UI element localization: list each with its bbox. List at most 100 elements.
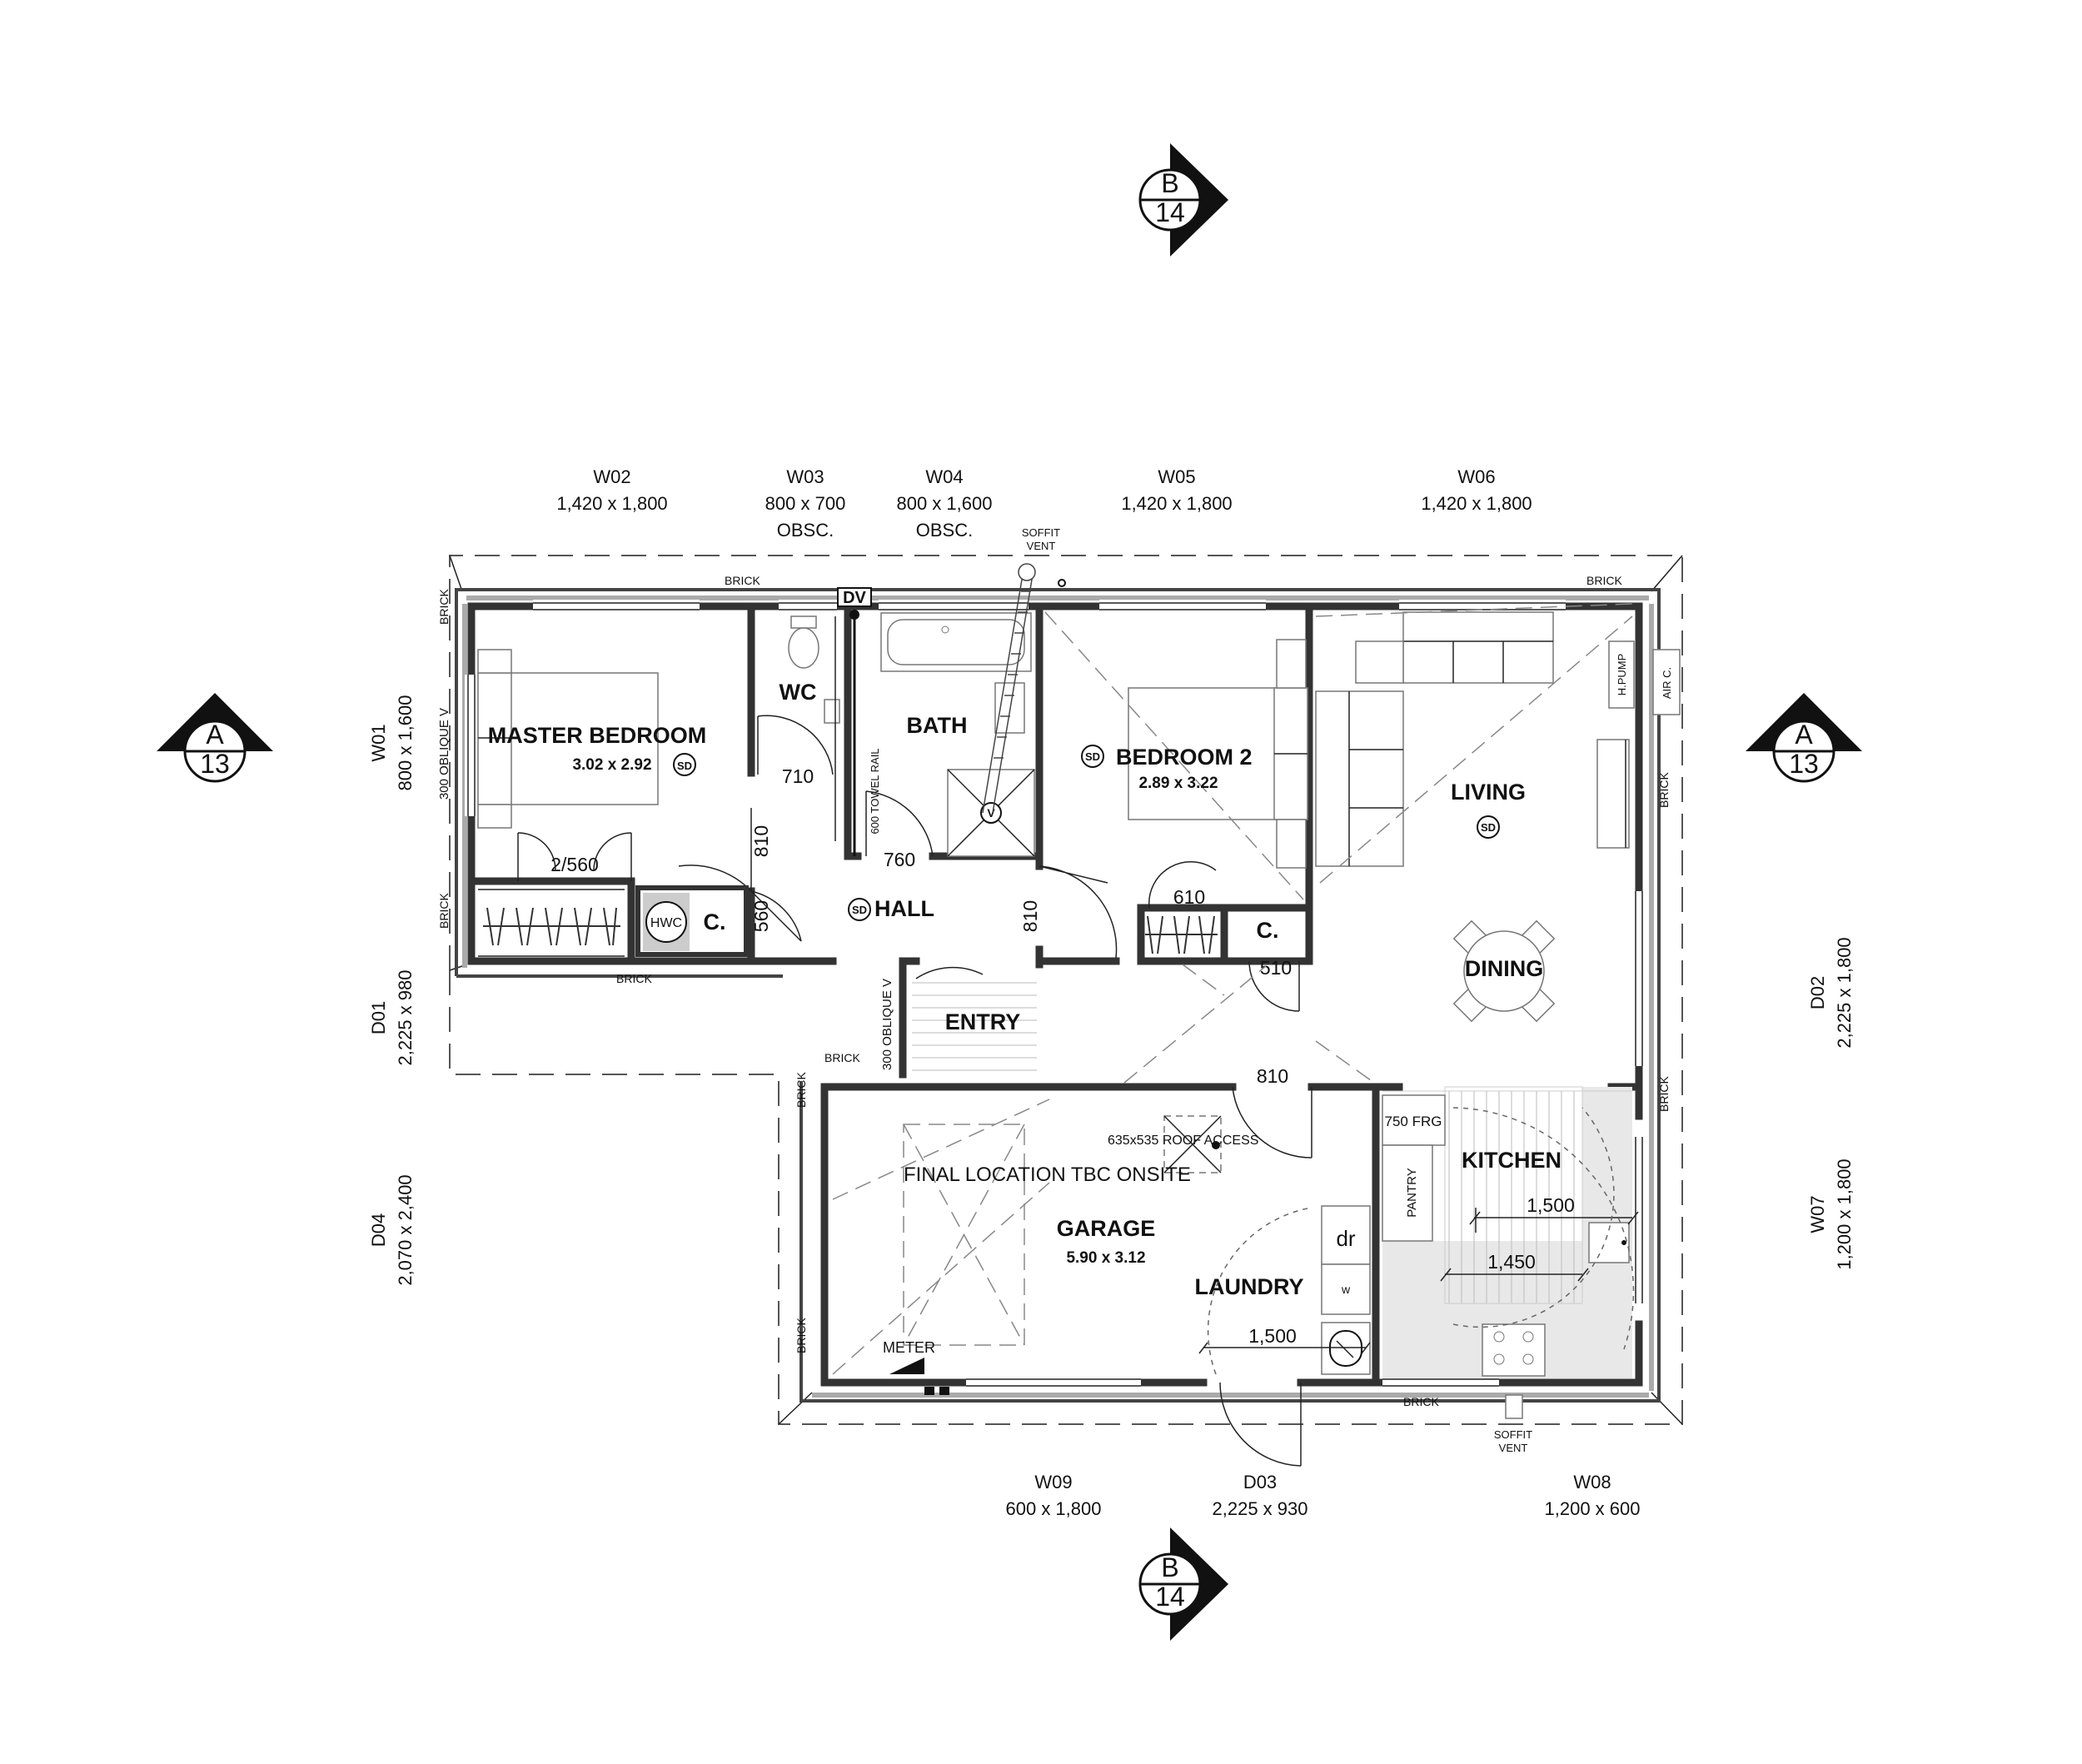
smoke-detector-icon: SD [1481,821,1496,834]
room-size-master-bedroom: 3.02 x 2.92 [572,756,651,774]
meter-label: METER [883,1339,935,1356]
marker-number: 14 [1155,1582,1185,1612]
vent-label: VENT [1027,540,1056,552]
meter-icon [889,1358,924,1374]
section-marker-a-left[interactable]: A 13 [157,693,273,783]
brick-label: BRICK [824,1051,860,1064]
roof-access-label: 635x535 ROOF ACCESS [1108,1134,1258,1148]
w06-size: 1,420 x 1,800 [1421,493,1532,514]
laundry-external-door[interactable] [1219,1382,1302,1467]
room-size-bedroom-2: 2.89 x 3.22 [1138,775,1218,792]
section-marker-b-top[interactable]: B 14 [1138,143,1228,257]
kitchen: 750 FRG PANTRY KITCHEN 1,500 1,450 [1382,1086,1639,1378]
w08-id: W08 [1573,1472,1611,1492]
hall-door[interactable]: 810 [1019,865,1118,959]
entry: ENTRY 300 OBLIQUE V [880,966,1037,1071]
brick-label: BRICK [1657,1076,1671,1112]
shower-icon: V [947,769,1035,857]
door-width-label: 510 [1260,957,1292,979]
room-name-master-bedroom: MASTER BEDROOM [488,723,707,748]
brick-label: BRICK [794,1318,808,1353]
opening-labels-right: D02 2,225 x 1,800 W07 1,200 x 1,800 [1807,937,1855,1269]
section-marker-b-bottom[interactable]: B 14 [1138,1527,1228,1641]
garage-internal-door[interactable]: 810 [1232,1065,1312,1159]
towel-rail-label: 600 TOWEL RAIL [869,748,881,834]
washer-label: w [1341,1283,1351,1296]
d02-size: 2,225 x 1,800 [1834,937,1855,1048]
w07-size: 1,200 x 1,800 [1834,1159,1855,1269]
marker-letter: A [206,720,224,750]
room-name-garage: GARAGE [1057,1216,1156,1241]
brick-label: BRICK [616,972,652,985]
marker-letter: A [1795,720,1813,750]
w02-id: W02 [593,466,630,487]
door-width-label: 810 [1257,1065,1288,1087]
soffit-vent-bottom: SOFFIT VENT [1494,1394,1532,1454]
brick-label: BRICK [1586,574,1622,587]
hwc-label: HWC [650,916,682,930]
vent-v-label: V [987,806,995,820]
bath-room: BATH 600 TOWEL RAIL V 760 [865,563,1036,870]
w07-id: W07 [1807,1195,1828,1233]
cupboard-hwc: HWC C. [635,885,749,957]
d02-id: D02 [1807,976,1828,1009]
d04-size: 2,070 x 2,400 [395,1174,416,1285]
dv-marker: DV [837,587,872,856]
w02-size: 1,420 x 1,800 [556,493,667,514]
w09-id: W09 [1034,1472,1072,1492]
w03-size: 800 x 700 [765,493,846,514]
door-width-label: 710 [782,765,814,787]
section-marker-a-right[interactable]: A 13 [1746,693,1862,783]
room-name-kitchen: KITCHEN [1462,1148,1562,1173]
window-openings [465,600,1646,1389]
bedroom-2: SD BEDROOM 2 2.89 x 3.22 610 C. 510 [1044,611,1308,1012]
room-name-entry: ENTRY [945,1009,1021,1034]
kitchen-dim-label: 1,450 [1487,1251,1536,1273]
master-bedroom: MASTER BEDROOM 3.02 x 2.92 SD 2/560 [477,649,707,957]
w05-id: W05 [1158,466,1195,487]
w03-note: OBSC. [777,520,834,541]
opening-labels-left: W01 800 x 1,600 D01 2,225 x 980 D04 2,07… [368,695,416,1286]
room-size-garage: 5.90 x 3.12 [1066,1249,1145,1267]
room-name-living: LIVING [1451,780,1526,805]
smoke-detector-icon: SD [677,760,692,772]
door-width-label: 760 [884,849,915,870]
d01-id: D01 [368,1001,389,1034]
room-name-laundry: LAUNDRY [1195,1274,1304,1299]
w04-note: OBSC. [916,520,973,541]
robe-size: 2/560 [550,854,599,875]
master-bedroom-door[interactable]: 810 [678,808,772,892]
marker-number: 14 [1155,197,1185,227]
dv-label: DV [843,589,866,607]
bathtub-icon [880,612,1032,672]
soffit-vent-top: SOFFIT VENT [1022,526,1066,587]
airc-label: AIR C. [1661,667,1673,699]
door-width-label: 810 [1019,900,1041,932]
brick-label: BRICK [437,893,451,929]
dryer-label: dr [1336,1226,1355,1251]
d03-id: D03 [1243,1472,1277,1492]
oblique-left-label: 300 OBLIQUE V [437,708,451,800]
w04-id: W04 [925,466,963,487]
cupboard-door[interactable]: 560 [750,890,802,942]
room-name-dining: DINING [1465,956,1544,981]
door-width-label: 560 [750,900,772,932]
brick-label: BRICK [1657,772,1671,808]
opening-labels-top: W02 1,420 x 1,800 W03 800 x 700 OBSC. W0… [556,466,1532,541]
room-name-bath: BATH [907,713,968,738]
w03-id: W03 [786,466,824,487]
w05-size: 1,420 x 1,800 [1121,493,1232,514]
garage: 635x535 ROOF ACCESS FINAL LOCATION TBC O… [832,1099,1258,1395]
d01-size: 2,225 x 980 [395,970,416,1066]
soffit-label: SOFFIT [1494,1428,1532,1441]
cooktop-icon [1482,1323,1546,1377]
d04-id: D04 [368,1213,389,1247]
door-width-label: 810 [750,825,772,857]
marker-letter: B [1161,168,1178,198]
w06-id: W06 [1457,466,1495,487]
brick-label: BRICK [437,589,451,625]
smoke-detector-icon: SD [852,904,867,916]
oblique-entry-label: 300 OBLIQUE V [880,979,894,1070]
room-name-cupboard: C. [1257,918,1279,943]
vent-label: VENT [1499,1442,1528,1454]
